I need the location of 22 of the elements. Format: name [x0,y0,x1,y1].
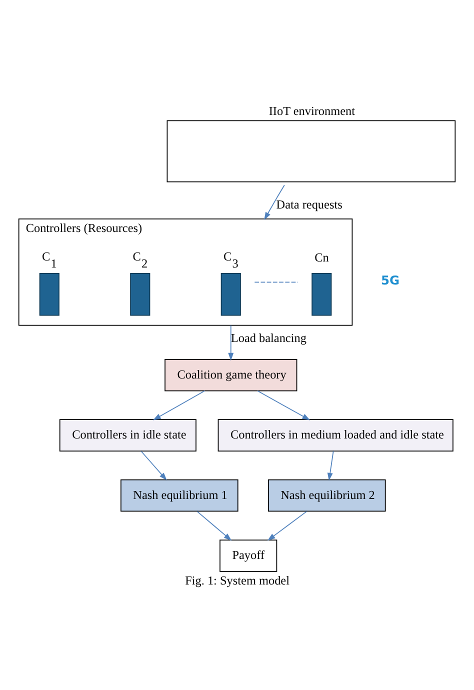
node-label: IIoT environment [268,104,356,118]
arrow [267,511,308,541]
arrow [140,450,167,480]
node-label: Cn [314,250,329,264]
arrow [228,324,234,361]
arrow [152,390,206,420]
edge-label: Load balancing [230,331,306,346]
edge-label: Data requests [276,198,342,212]
arrow [196,511,232,541]
node-box: Coalition game theory [164,358,298,392]
node-box: Controllers in medium loaded and idle state [218,419,454,452]
arrow [257,390,310,420]
arrow [327,450,334,481]
node-box: Payoff [220,540,278,572]
node-box: Nash equilibrium 1 [120,479,238,512]
arrow [264,184,285,220]
label: 5G [380,274,400,288]
node-box: Nash equilibrium 2 [268,479,386,512]
caption: Fig. 1: System model [185,574,290,588]
connector [254,282,298,283]
node-box: Controllers in idle state [59,419,196,452]
node-box [166,120,456,182]
